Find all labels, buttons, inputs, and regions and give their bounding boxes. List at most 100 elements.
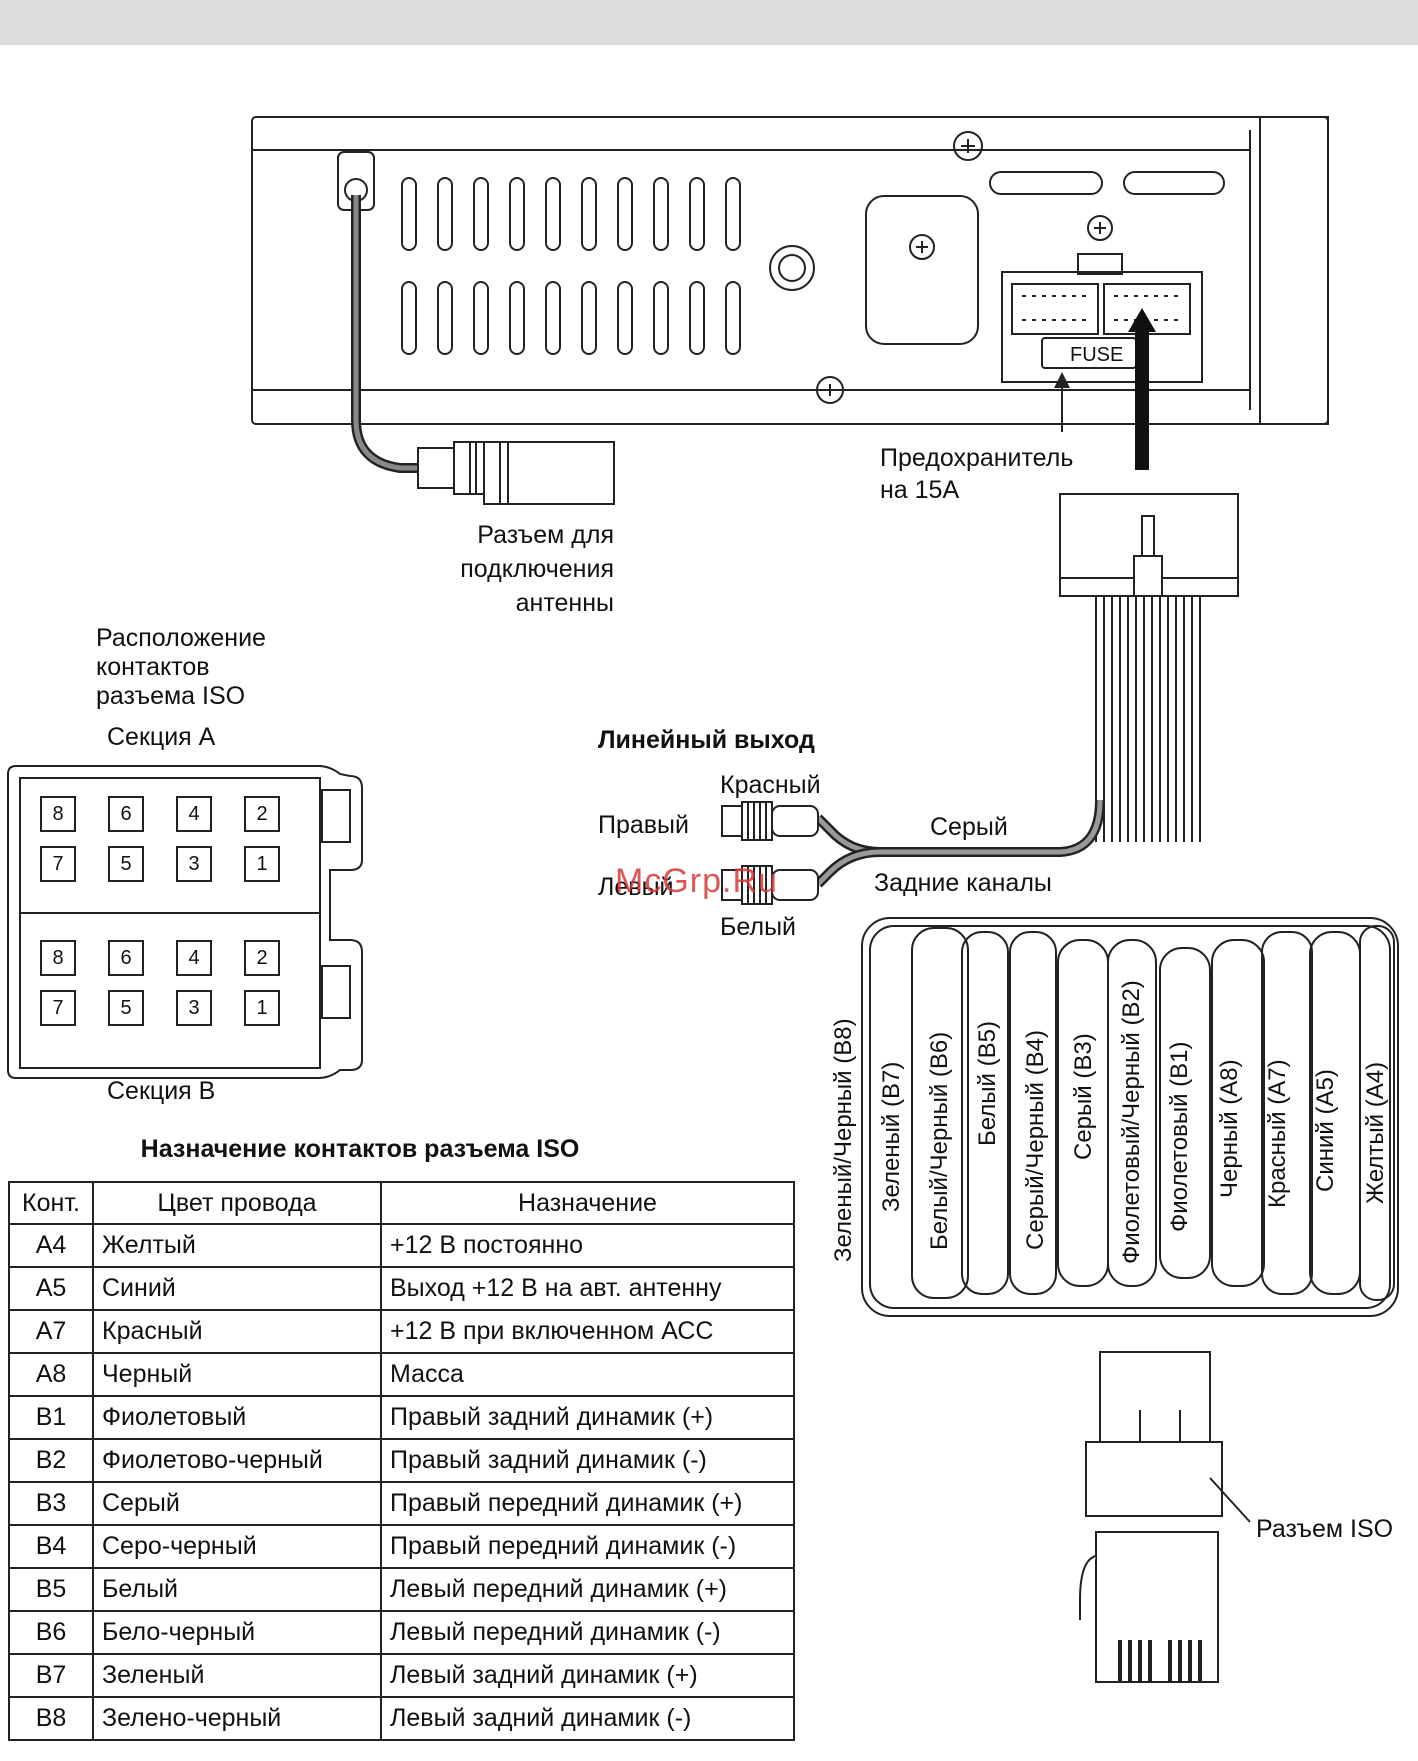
table-title: Назначение контактов разъема ISO [140,1135,580,1163]
left-channel-label: Левый [598,873,674,901]
cell-pin: А5 [8,1266,94,1311]
cell-pin: А7 [8,1309,94,1354]
pin-label: 6 [108,940,144,976]
pin-label: 2 [244,796,280,832]
cell-color: Белый [92,1567,382,1612]
cell-pin: В8 [8,1696,94,1741]
fuse-note-line2: на 15А [880,476,960,504]
pin-label: 6 [108,796,144,832]
wire-label-b2: Фиолетовый/Черный (B2) [1118,980,1145,1264]
cell-color: Зеленый [92,1653,382,1698]
cell-function: Левый передний динамик (-) [380,1610,795,1655]
cell-function: +12 В постоянно [380,1223,795,1268]
pin-label: 5 [108,846,144,882]
antenna-plug [417,441,615,505]
cell-function: Масса [380,1352,795,1397]
red-label: Красный [720,771,821,799]
cell-color: Фиолетово-черный [92,1438,382,1483]
wire-loops [861,917,1399,1317]
cell-pin: А4 [8,1223,94,1268]
wire-label-a8: Черный (A8) [1216,1059,1243,1198]
wire-label-b1: Фиолетовый (B1) [1166,1041,1193,1232]
pinout-title-line1: Расположение [96,624,266,652]
fuse-note-line1: Предохранитель [880,444,1074,472]
pin-label: 8 [40,940,76,976]
cell-function: Правый передний динамик (-) [380,1524,795,1569]
pin-label: 7 [40,990,76,1026]
wire-label-a7: Красный (A7) [1264,1059,1291,1208]
wire-label-b5: Белый (B5) [974,1021,1001,1146]
pin-grid-section-a: 8 6 4 2 7 5 3 1 [40,796,300,892]
section-a-label: Секция А [107,723,216,751]
pin-label: 7 [40,846,76,882]
pin-label: 3 [176,846,212,882]
cell-color: Синий [92,1266,382,1311]
cell-pin: А8 [8,1352,94,1397]
cell-function: Левый задний динамик (+) [380,1653,795,1698]
top-bar [0,0,1418,45]
cell-function: Правый задний динамик (+) [380,1395,795,1440]
pin-label: 8 [40,796,76,832]
cell-pin: В4 [8,1524,94,1569]
cell-pin: В5 [8,1567,94,1612]
line-out-title: Линейный выход [598,726,815,754]
iso-connector-label: Разъем ISO [1256,1515,1394,1543]
pin-label: 5 [108,990,144,1026]
cell-pin: В1 [8,1395,94,1440]
wire-label-b7: Зеленый (B7) [878,1061,905,1212]
fuse-box-label: FUSE [1070,344,1124,366]
cell-color: Желтый [92,1223,382,1268]
pin-label: 4 [176,796,212,832]
pin-label: 2 [244,940,280,976]
pin-label: 4 [176,940,212,976]
wire-label-b6: Белый/Черный (B6) [926,1031,953,1250]
cell-function: +12 В при включенном АСС [380,1309,795,1354]
wire-bundle [1095,596,1201,842]
iso-pin-layout [7,765,363,1079]
cell-function: Левый задний динамик (-) [380,1696,795,1741]
table-header-row: Конт. Цвет провода Назначение [8,1181,795,1225]
antenna-label-line1: Разъем для [477,521,614,549]
cell-color: Фиолетовый [92,1395,382,1440]
cell-color: Черный [92,1352,382,1397]
cell-color: Серый [92,1481,382,1526]
harness-connector-top [1059,493,1239,597]
cell-pin: В7 [8,1653,94,1698]
antenna-label-line3: антенны [515,589,614,617]
header-function: Назначение [380,1181,795,1225]
white-label: Белый [720,913,797,941]
pinout-title-line2: контактов [96,653,210,681]
pinout-title-line3: разъема ISO [96,682,246,710]
cell-pin: В3 [8,1481,94,1526]
cell-pin: В6 [8,1610,94,1655]
head-unit-body [251,116,1329,425]
wire-label-a5: Синий (A5) [1312,1069,1339,1192]
cell-function: Левый передний динамик (+) [380,1567,795,1612]
rear-channels-label: Задние каналы [874,869,1052,897]
watermark: McGrp.Ru [615,862,778,900]
antenna-cable [351,195,420,473]
cell-function: Выход +12 В на авт. антенну [380,1266,795,1311]
wire-label-a4: Желтый (A4) [1362,1061,1389,1204]
cell-color: Серо-черный [92,1524,382,1569]
cell-function: Правый передний динамик (+) [380,1481,795,1526]
cell-color: Зелено-черный [92,1696,382,1741]
antenna-label-line2: подключения [460,555,614,583]
pin-grid-section-b: 8 6 4 2 7 5 3 1 [40,940,300,1036]
pin-label: 3 [176,990,212,1026]
pin-label: 1 [244,990,280,1026]
wire-label-b8: Зеленый/Черный (B8) [830,1018,857,1262]
header-pin: Конт. [8,1181,94,1225]
